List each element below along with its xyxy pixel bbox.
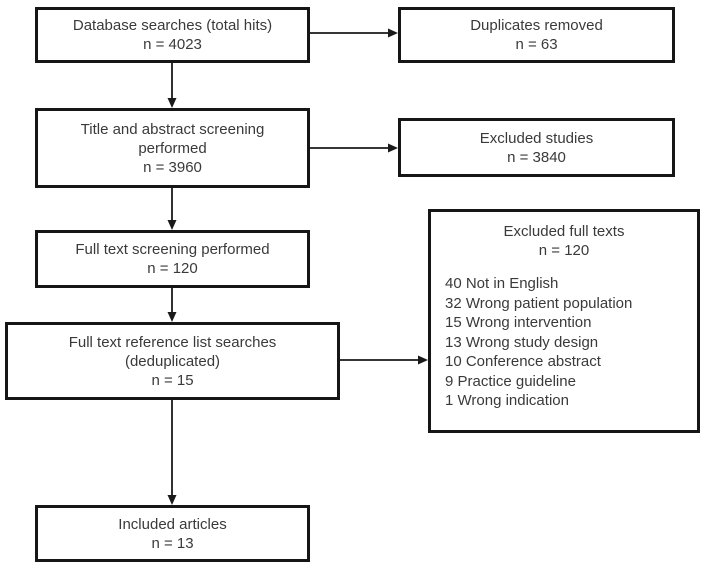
box-title-abstract-screening: Title and abstract screening performed n… bbox=[35, 108, 310, 188]
arrow-title-abstract-to-excluded-studies bbox=[310, 143, 398, 153]
box-label: (deduplicated) bbox=[124, 352, 221, 370]
exclusion-reason: 9 Practice guideline bbox=[445, 372, 576, 390]
box-label: Excluded full texts bbox=[503, 223, 625, 240]
box-reference-list-searches: Full text reference list searches (dedup… bbox=[5, 322, 340, 400]
arrow-database-to-duplicates bbox=[310, 28, 398, 38]
box-count: n = 15 bbox=[151, 371, 194, 389]
box-label: Title and abstract screening bbox=[80, 120, 265, 138]
exclusion-reason: 32 Wrong patient population bbox=[445, 294, 633, 312]
box-count: n = 120 bbox=[147, 260, 198, 277]
box-count: n = 4023 bbox=[143, 36, 202, 53]
exclusion-reason-list: 40 Not in English 32 Wrong patient popul… bbox=[437, 274, 632, 411]
box-excluded-full-texts: Excluded full texts n = 120 40 Not in En… bbox=[428, 209, 700, 433]
box-count: n = 13 bbox=[151, 534, 194, 552]
box-label: Full text reference list searches bbox=[68, 333, 277, 351]
box-label: Excluded studies bbox=[479, 129, 594, 147]
box-count: n = 63 bbox=[515, 36, 558, 53]
box-database-searches: Database searches (total hits) n = 4023 bbox=[35, 7, 310, 63]
exclusion-reason: 15 Wrong intervention bbox=[445, 314, 592, 331]
box-label: Included articles bbox=[118, 515, 227, 533]
box-excluded-studies: Excluded studies n = 3840 bbox=[398, 118, 675, 177]
box-count: n = 3960 bbox=[143, 158, 202, 176]
arrow-reference-searches-to-included bbox=[167, 400, 177, 505]
box-count: n = 3840 bbox=[507, 148, 566, 166]
exclusion-reason: 10 Conference abstract bbox=[445, 353, 601, 370]
arrow-database-to-title-abstract bbox=[167, 63, 177, 108]
arrow-fulltext-screening-to-reference-searches bbox=[167, 288, 177, 322]
arrow-reference-searches-to-excluded-fulltexts bbox=[340, 355, 428, 365]
exclusion-reason: 40 Not in English bbox=[445, 275, 559, 292]
box-label: performed bbox=[138, 139, 207, 157]
box-count: n = 120 bbox=[538, 242, 590, 259]
exclusion-reason: 1 Wrong indication bbox=[445, 392, 569, 409]
box-label: Full text screening performed bbox=[75, 241, 270, 258]
box-included-articles: Included articles n = 13 bbox=[35, 505, 310, 562]
exclusion-reason: 13 Wrong study design bbox=[445, 333, 599, 351]
box-label: Database searches (total hits) bbox=[72, 17, 273, 34]
box-duplicates-removed: Duplicates removed n = 63 bbox=[398, 7, 675, 63]
box-label: Duplicates removed bbox=[470, 17, 603, 34]
box-full-text-screening: Full text screening performed n = 120 bbox=[35, 230, 310, 288]
arrow-title-abstract-to-fulltext-screening bbox=[167, 188, 177, 230]
